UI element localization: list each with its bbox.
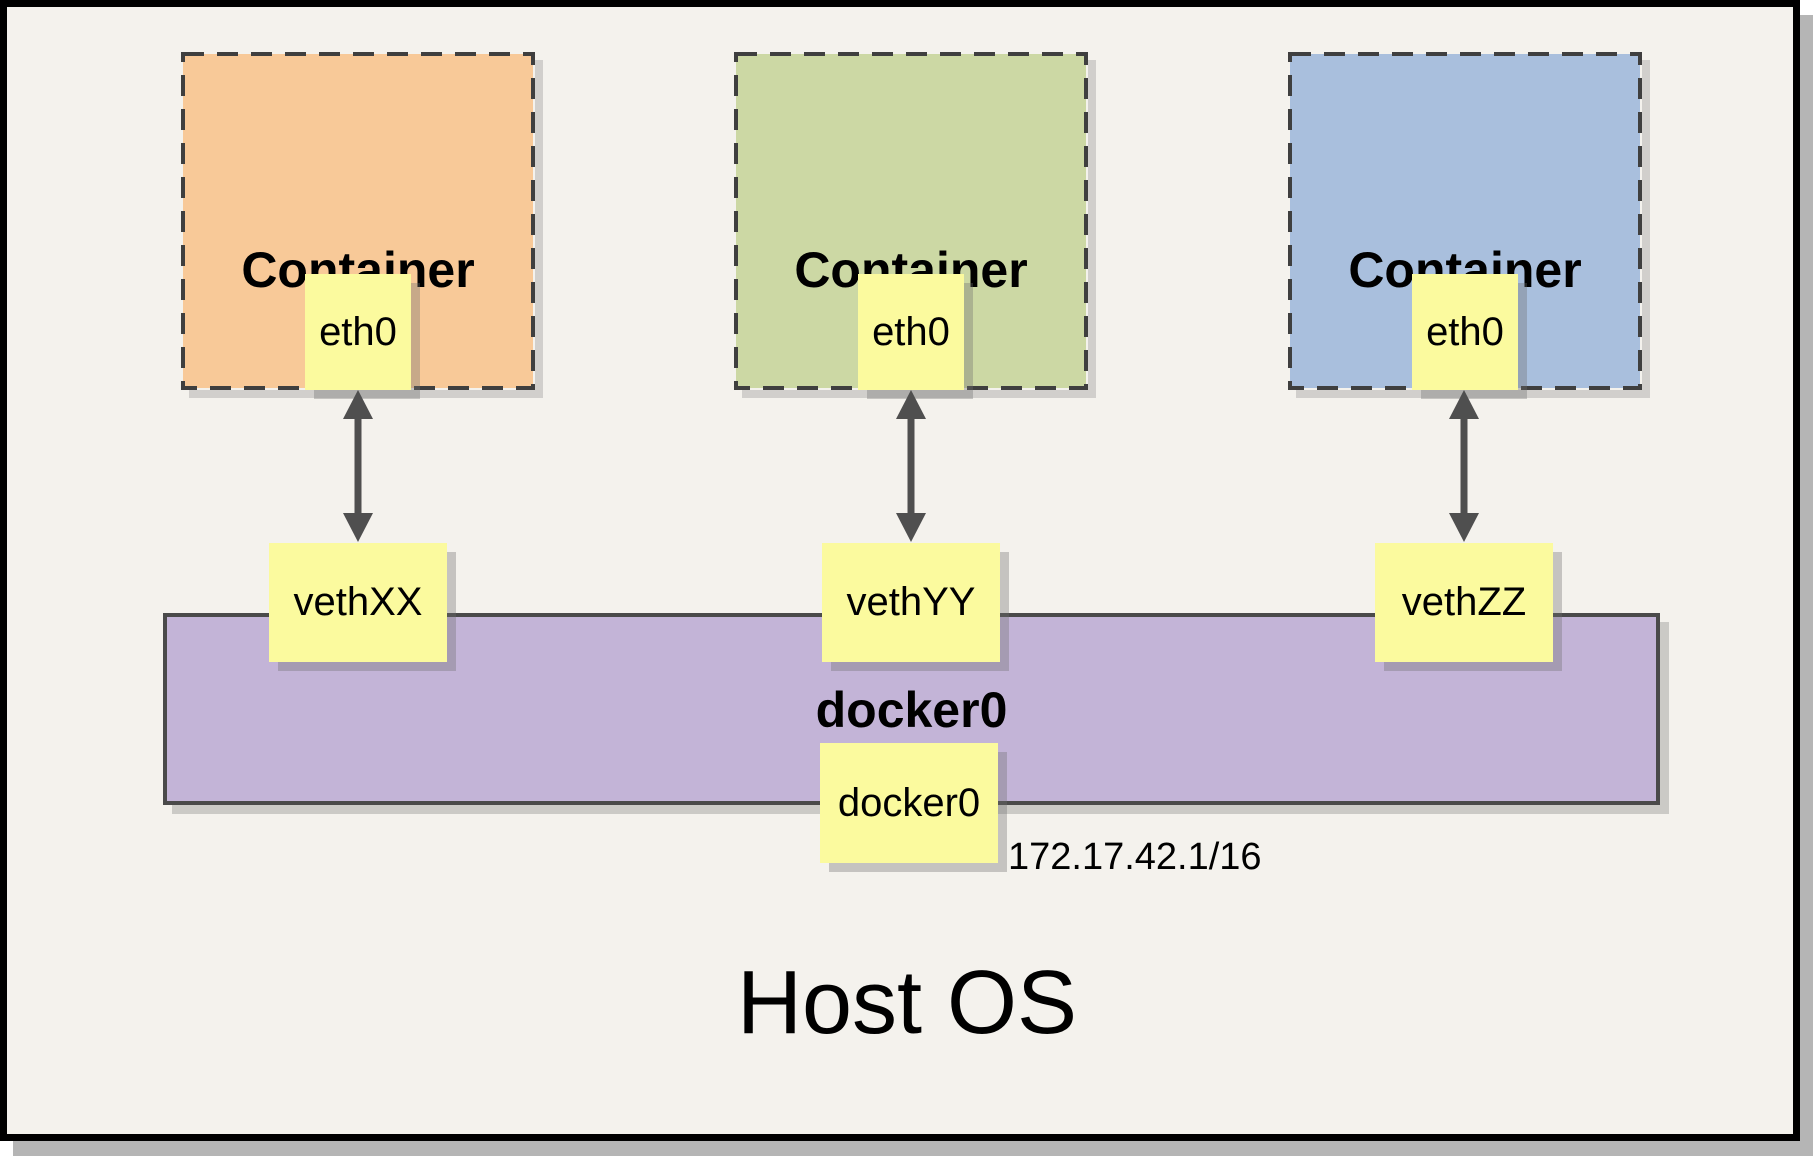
eth0-box-3: eth0 xyxy=(1412,274,1518,390)
docker0-bridge-label: docker0 xyxy=(815,682,1008,738)
eth0-label: eth0 xyxy=(872,309,950,354)
vethzz-label: vethZZ xyxy=(1401,580,1527,624)
double-arrow-icon-1 xyxy=(343,390,373,542)
vethyy-label: vethYY xyxy=(846,580,976,624)
container-box-1: Container eth0 xyxy=(181,52,535,390)
vethxx-box: vethXX xyxy=(269,543,447,662)
vethxx-label: vethXX xyxy=(293,580,423,624)
docker0-interface-label: docker0 xyxy=(837,780,981,825)
container-box-2: Container eth0 xyxy=(734,52,1088,390)
vethyy-box: vethYY xyxy=(822,543,1000,662)
double-arrow-icon-2 xyxy=(896,390,926,542)
eth0-box-1: eth0 xyxy=(305,274,411,390)
diagram-canvas: Container eth0 Container eth0 Container … xyxy=(0,0,1800,1141)
vethzz-box: vethZZ xyxy=(1375,543,1553,662)
docker0-interface-box: docker0 xyxy=(820,743,998,863)
container-box-3: Container eth0 xyxy=(1288,52,1642,390)
double-arrow-icon-3 xyxy=(1449,390,1479,542)
eth0-box-2: eth0 xyxy=(858,274,964,390)
eth0-label: eth0 xyxy=(1426,309,1504,354)
bridge-ip-address: 172.17.42.1/16 xyxy=(1008,836,1262,878)
host-os-title: Host OS xyxy=(736,953,1078,1053)
eth0-label: eth0 xyxy=(319,309,397,354)
